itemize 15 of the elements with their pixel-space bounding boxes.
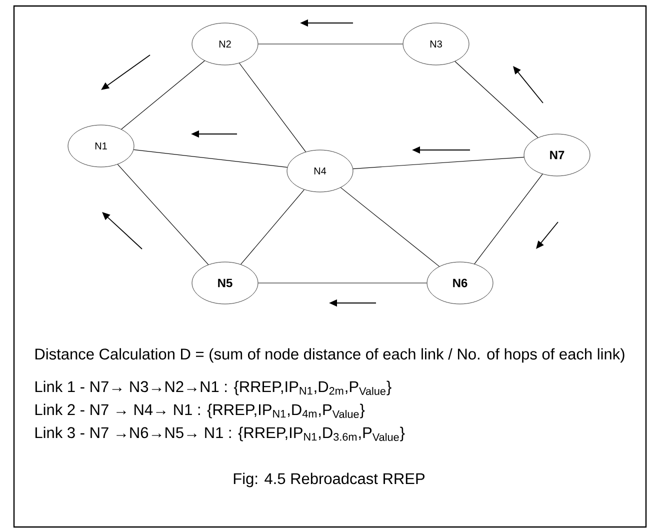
- link-line: [121, 60, 205, 130]
- link-line: [340, 187, 440, 267]
- link-line: [454, 61, 538, 138]
- link-line: [239, 62, 306, 152]
- caption: Fig: 4.5 Rebroadcast RREP: [234, 472, 424, 488]
- link-line: [258, 282, 428, 284]
- link-line: [240, 189, 304, 265]
- link-line: [474, 174, 543, 264]
- formula-text: Distance Calculation D = (sum of node distance of each link / No. of hops of each link): [35, 348, 624, 363]
- link-text: Link 3 - N7 →N6→N5→ N1 : {RREP,IP$_{N1}$,D$_{3.6m}$,P$_{Value}$}: [35, 426, 405, 442]
- link-line: [352, 156, 524, 170]
- link-line: [117, 164, 209, 265]
- link-text: Link 2 - N7 → N4→ N1 : {RREP,IP$_{N1}$,D$_{4m}$,P$_{Value}$}: [35, 404, 365, 418]
- link-line: [133, 149, 288, 168]
- link-text: Link 1 - N7→ N3→N2→N1 : {RREP,IP$_{N1}$,D$_{2m}$,P$_{Value}$}: [35, 380, 392, 396]
